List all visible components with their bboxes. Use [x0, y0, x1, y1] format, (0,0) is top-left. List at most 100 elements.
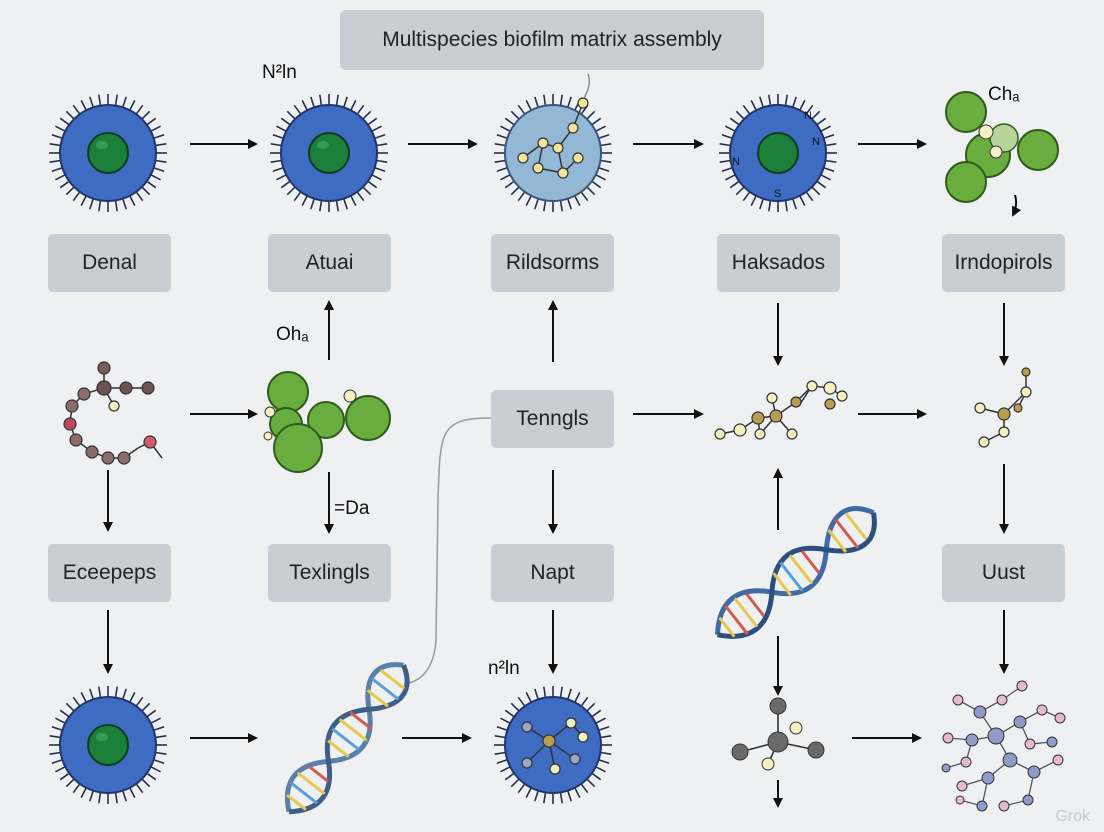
membrane-spike: [500, 717, 511, 724]
membrane-spike: [525, 692, 532, 703]
membrane-spike: [65, 778, 75, 788]
membrane-spike: [72, 696, 81, 707]
green-globule-cluster-icon: [263, 371, 391, 473]
diagram-title: Multispecies biofilm matrix assembly: [340, 10, 764, 70]
membrane-spike: [574, 787, 581, 798]
membrane-spike: [816, 180, 827, 189]
membrane-spike: [729, 180, 740, 189]
membrane-spike: [153, 167, 165, 172]
membrane-spike: [270, 143, 282, 147]
membrane-spike: [89, 96, 94, 108]
membrane-spike: [362, 186, 372, 196]
middle-arrows: [103, 300, 1009, 808]
membrane-spike: [49, 143, 61, 147]
membrane-spike: [371, 125, 382, 132]
membrane-spike: [155, 751, 167, 755]
membrane-spike: [80, 787, 87, 798]
membrane-spike: [595, 174, 606, 181]
membrane-spike: [122, 96, 127, 108]
membrane-spike: [595, 766, 606, 773]
membrane-spike: [586, 778, 596, 788]
annotation-cha: Chₐ: [988, 84, 1020, 105]
membrane-spike: [150, 174, 161, 181]
membrane-spike: [122, 688, 127, 700]
membrane-spike: [525, 787, 532, 798]
membrane-spike: [146, 180, 157, 189]
node-rildsorms: Rildsorms: [491, 234, 614, 292]
membrane-spike: [799, 195, 806, 206]
membrane-spike: [574, 195, 581, 206]
node-eceepeps: Eceepeps: [48, 544, 171, 602]
network-cell-icon: [494, 686, 612, 804]
membrane-spike: [65, 702, 75, 712]
membrane-spike: [759, 198, 764, 210]
membrane-spike: [371, 174, 382, 181]
membrane-spike: [504, 117, 515, 126]
annotation-oha: Ohₐ: [276, 324, 309, 345]
membrane-spike: [567, 198, 572, 210]
membrane-spike: [517, 783, 526, 794]
membrane-spike: [89, 790, 94, 802]
membrane-spike: [567, 790, 572, 802]
membrane-spike: [122, 198, 127, 210]
membrane-spike: [598, 134, 610, 139]
membrane-spike: [750, 195, 757, 206]
membrane-spike: [55, 125, 66, 132]
membrane-spike: [721, 167, 733, 172]
membrane-spike: [792, 96, 797, 108]
membrane-spike: [55, 717, 66, 724]
svg-text:N: N: [804, 110, 812, 122]
membrane-spike: [591, 117, 602, 126]
membrane-spike: [293, 104, 302, 115]
membrane-spike: [98, 686, 102, 698]
branched-molecule-icon: [731, 697, 825, 771]
membrane-spike: [567, 96, 572, 108]
membrane-spike: [534, 790, 539, 802]
membrane-spike: [129, 195, 136, 206]
membrane-spike: [494, 159, 506, 163]
membrane-spike: [504, 772, 515, 781]
svg-text:N: N: [812, 136, 820, 148]
membrane-spike: [559, 94, 563, 106]
membrane-spike: [496, 134, 508, 139]
membrane-spike: [721, 134, 733, 139]
membrane-spike: [768, 94, 772, 106]
membrane-spike: [153, 759, 165, 764]
membrane-spike: [543, 200, 547, 212]
membrane-spike: [49, 735, 61, 739]
annotation-eqda: =Da: [334, 498, 370, 519]
membrane-spike: [51, 726, 63, 731]
membrane-spike: [376, 143, 388, 147]
membrane-spike: [80, 195, 87, 206]
membrane-spike: [559, 792, 563, 804]
membrane-spike: [543, 792, 547, 804]
node-atuai: Atuai: [268, 234, 391, 292]
membrane-spike: [272, 167, 284, 172]
membrane-spike: [146, 709, 157, 718]
membrane-spike: [534, 688, 539, 700]
membrane-spike: [335, 94, 339, 106]
membrane-spike: [135, 104, 144, 115]
membrane-spike: [135, 696, 144, 707]
membrane-spike: [510, 110, 520, 120]
membrane-spike: [280, 180, 291, 189]
membrane-spike: [494, 735, 506, 739]
membrane-spike: [153, 726, 165, 731]
membrane-spike: [141, 186, 151, 196]
membrane-spike: [820, 174, 831, 181]
membrane-spike: [150, 717, 161, 724]
membrane-spike: [59, 709, 70, 718]
membrane-spike: [59, 117, 70, 126]
membrane-spike: [580, 191, 589, 202]
svg-text:S: S: [774, 188, 781, 200]
membrane-spike: [574, 692, 581, 703]
annotation-n2ln-upper: N²ln: [262, 62, 297, 83]
membrane-spike: [135, 783, 144, 794]
membrane-spike: [146, 772, 157, 781]
membrane-spike: [362, 110, 372, 120]
membrane-spike: [319, 200, 323, 212]
membrane-spike: [735, 110, 745, 120]
membrane-spike: [270, 159, 282, 163]
membrane-spike: [65, 186, 75, 196]
membrane-spike: [591, 772, 602, 781]
